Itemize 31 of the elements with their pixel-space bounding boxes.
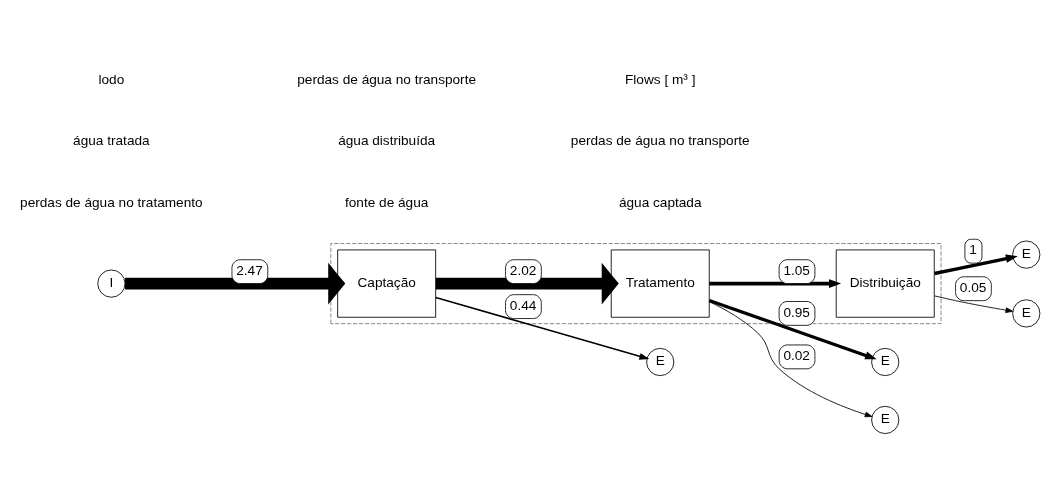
- edge-label: 1.05: [783, 262, 810, 278]
- node-circle: E: [1012, 298, 1041, 327]
- edge-label: 0.02: [783, 347, 810, 363]
- label: perdas de água no transporte: [297, 71, 477, 87]
- label: perdas de água no tratamento: [20, 194, 203, 210]
- node-box: Distribuição: [835, 249, 935, 318]
- node-circle: E: [646, 347, 675, 376]
- label: água captada: [618, 194, 702, 210]
- arrow: [125, 262, 346, 304]
- edge-label: 0.44: [509, 297, 537, 313]
- edge-label: 0.95: [783, 304, 810, 320]
- arrow: [934, 294, 1014, 313]
- node-circle: I: [97, 269, 126, 298]
- arrow: [709, 278, 842, 288]
- label: fonte de água: [344, 194, 429, 210]
- node-circle: E: [1012, 240, 1041, 269]
- node-box: Tratamento: [610, 249, 710, 318]
- node-circle: E: [871, 405, 900, 434]
- label: água distribuída: [338, 132, 436, 148]
- edge-label: 2.02: [509, 262, 537, 278]
- arrow: [435, 262, 619, 304]
- arrow: [934, 254, 1018, 275]
- label: Flows [ m³ ]: [625, 71, 696, 87]
- label: perdas de água no transporte: [570, 132, 750, 148]
- edge-label: 0.05: [959, 279, 987, 295]
- edge-label: 1: [969, 241, 977, 257]
- node-box: Captação: [337, 249, 437, 318]
- node-circle: E: [871, 347, 900, 376]
- label: lodo: [98, 71, 125, 87]
- edge-label: 2.47: [236, 262, 263, 278]
- label: água tratada: [73, 132, 150, 148]
